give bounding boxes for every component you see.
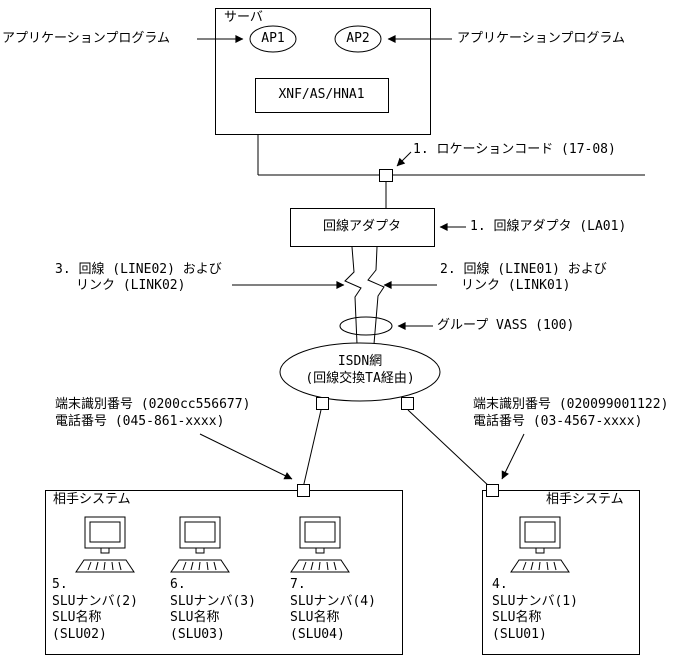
- left-system-box: [45, 490, 403, 655]
- app-program-label-left: アプリケーションプログラム: [2, 31, 170, 46]
- terminal-slu-name: SLU名称: [52, 610, 102, 625]
- adapter-note: 1. 回線アダプタ (LA01): [470, 219, 627, 234]
- server-box: [215, 8, 431, 135]
- terminal-label-slu04: 7. SLUナンバ(4) SLU名称 (SLU04): [290, 577, 376, 643]
- terminal-number: 7.: [290, 577, 306, 592]
- cloud-connector-left: [316, 397, 329, 410]
- right-system-connector: [486, 484, 499, 497]
- terminal-number: 4.: [492, 577, 508, 592]
- terminal-slu-name: SLU名称: [290, 610, 340, 625]
- group-note: グループ VASS (100): [437, 318, 575, 333]
- terminal-icon: [290, 516, 350, 573]
- adapter-box: [290, 208, 435, 247]
- left-system-title: 相手システム: [53, 492, 131, 507]
- group-ellipse: [339, 316, 393, 336]
- terminal-icon: [510, 516, 570, 573]
- location-code-note: 1. ロケーションコード (17-08): [413, 142, 616, 157]
- isdn-cloud: [279, 342, 441, 402]
- line01-note-2: リンク (LINK01): [461, 278, 571, 293]
- ap1-ellipse: [249, 25, 297, 53]
- terminal-icon: [75, 516, 135, 573]
- left-access-line: [302, 409, 322, 489]
- line02-note-1: 3. 回線 (LINE02) および: [55, 262, 222, 277]
- terminal-slu-value: (SLU04): [290, 626, 345, 642]
- adapter-label: 回線アダプタ: [322, 219, 401, 234]
- terminal-number: 5.: [52, 577, 68, 592]
- left-system-connector: [297, 484, 310, 497]
- terminal-slu-no: SLUナンバ(3): [170, 593, 256, 609]
- isdn-label-2: (回線交換TA経由): [305, 371, 415, 386]
- terminal-slu-value: (SLU01): [492, 626, 547, 642]
- terminal-icon: [170, 516, 230, 573]
- terminal-label-slu03: 6. SLUナンバ(3) SLU名称 (SLU03): [170, 577, 256, 643]
- app-program-label-right: アプリケーションプログラム: [457, 31, 625, 46]
- channel-line-link02: [344, 246, 362, 345]
- terminal-slu-name: SLU名称: [170, 610, 220, 625]
- terminal-slu-no: SLUナンバ(2): [52, 593, 138, 609]
- ap2-ellipse: [334, 25, 382, 53]
- line02-note-2: リンク (LINK02): [76, 278, 186, 293]
- location-code-arrow: [396, 151, 412, 167]
- terminal-note-left-tel: 電話番号 (045-861-xxxx): [55, 414, 225, 429]
- terminal-number: 6.: [170, 577, 186, 592]
- ap2-label: AP2: [346, 31, 370, 46]
- terminal-slu-no: SLUナンバ(4): [290, 593, 376, 609]
- right-access-line: [407, 409, 492, 489]
- right-system-title: 相手システム: [546, 492, 624, 507]
- terminal-slu-value: (SLU02): [52, 626, 107, 642]
- line01-note-1: 2. 回線 (LINE01) および: [440, 262, 607, 277]
- terminal-slu-no: SLUナンバ(1): [492, 593, 578, 609]
- terminal-slu-name: SLU名称: [492, 610, 542, 625]
- middleware-label: XNF/AS/HNA1: [278, 87, 365, 102]
- isdn-label-1: ISDN網: [337, 354, 383, 369]
- terminal-slu-value: (SLU03): [170, 626, 225, 642]
- middleware-box: [255, 78, 389, 113]
- terminal-note-left-id: 端末識別番号 (0200cc556677): [55, 397, 251, 412]
- right-terminal-arrow: [501, 433, 525, 480]
- left-terminal-arrow: [199, 433, 293, 480]
- channel-line-link01: [367, 246, 385, 345]
- bus-connector: [379, 169, 393, 182]
- server-title: サーバ: [224, 10, 263, 25]
- terminal-note-right-id: 端末識別番号 (020099001122): [473, 397, 669, 412]
- terminal-note-right-tel: 電話番号 (03-4567-xxxx): [473, 414, 643, 429]
- terminal-label-slu01: 4. SLUナンバ(1) SLU名称 (SLU01): [492, 577, 578, 643]
- cloud-connector-right: [401, 397, 414, 410]
- terminal-label-slu02: 5. SLUナンバ(2) SLU名称 (SLU02): [52, 577, 138, 643]
- right-system-box: [482, 490, 640, 655]
- ap1-label: AP1: [261, 31, 285, 46]
